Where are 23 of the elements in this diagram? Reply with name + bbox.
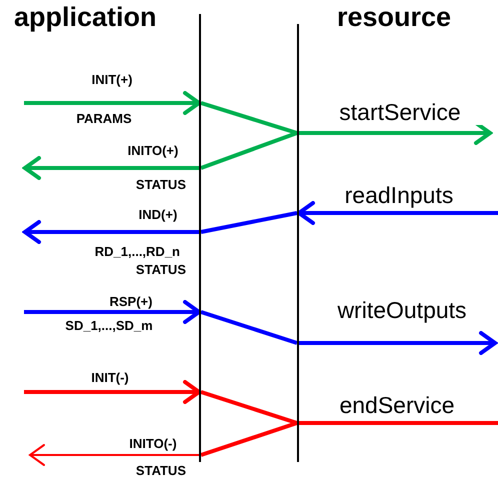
lifeline-heading: resource bbox=[337, 2, 452, 32]
arrow bbox=[24, 380, 201, 404]
connector-line bbox=[299, 421, 498, 425]
arrow bbox=[29, 444, 199, 466]
data-label: RD_1,...,RD_n bbox=[94, 244, 180, 260]
connector-line bbox=[200, 390, 298, 425]
arrow bbox=[24, 91, 201, 115]
data-label: SD_1,...,SD_m bbox=[64, 318, 154, 334]
arrow bbox=[297, 201, 498, 225]
lifeline-heading: application bbox=[14, 2, 157, 32]
arrow bbox=[299, 331, 497, 355]
arrow bbox=[23, 220, 199, 244]
connector-line bbox=[200, 131, 298, 170]
connector-line bbox=[200, 211, 298, 234]
data-label: STATUS bbox=[134, 463, 186, 479]
data-label: STATUS bbox=[134, 177, 186, 193]
connector-line bbox=[200, 421, 298, 457]
data-label: PARAMS bbox=[75, 111, 133, 127]
arrow bbox=[24, 300, 201, 324]
connector-line bbox=[200, 310, 298, 345]
connector-line bbox=[200, 101, 298, 135]
arrow bbox=[23, 156, 199, 180]
data-label: STATUS bbox=[134, 262, 186, 278]
